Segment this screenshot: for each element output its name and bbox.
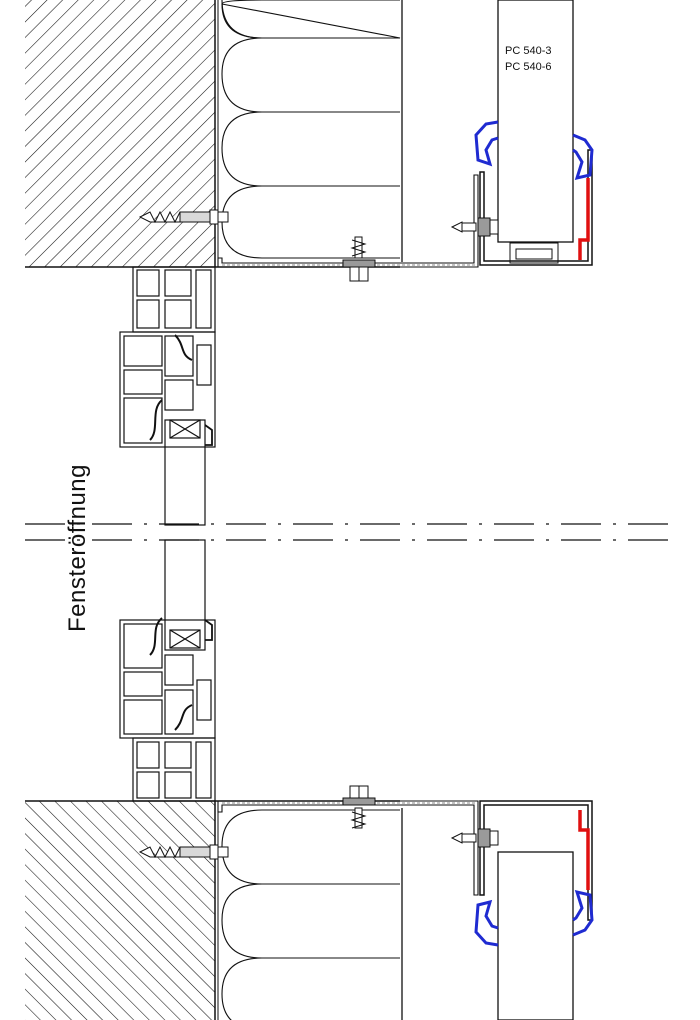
top-panel-channel bbox=[450, 0, 593, 266]
top-masonry-hatch bbox=[25, 0, 215, 267]
upper-window-profile bbox=[119, 266, 216, 526]
top-fastener bbox=[342, 236, 376, 282]
bottom-insulation bbox=[217, 808, 403, 1020]
bottom-masonry-hatch bbox=[25, 801, 215, 1020]
top-wall-section bbox=[25, 0, 594, 282]
bottom-blue-gasket-left bbox=[474, 899, 499, 947]
top-anchor-screw bbox=[138, 209, 229, 225]
bottom-wall-section bbox=[25, 785, 594, 1020]
bottom-fastener bbox=[342, 785, 376, 829]
bottom-blue-gasket-right bbox=[572, 889, 594, 937]
bottom-red-seal bbox=[578, 810, 590, 890]
top-sill-angle bbox=[217, 174, 479, 268]
top-red-seal bbox=[578, 178, 590, 260]
panel-type-label-2: PC 540-6 bbox=[505, 61, 552, 73]
panel-type-label-1: PC 540-3 bbox=[505, 45, 552, 57]
bottom-panel-channel bbox=[450, 800, 593, 1020]
bottom-sill-angle bbox=[217, 800, 479, 896]
top-blue-gasket-left bbox=[474, 120, 499, 167]
window-opening-label: Fensteröffnung bbox=[64, 463, 91, 633]
lower-window-profile bbox=[119, 539, 216, 802]
opening-center-lines bbox=[25, 523, 675, 541]
top-blue-gasket-right bbox=[572, 133, 594, 181]
top-insulation bbox=[217, 0, 403, 262]
bottom-anchor-screw bbox=[138, 844, 229, 860]
